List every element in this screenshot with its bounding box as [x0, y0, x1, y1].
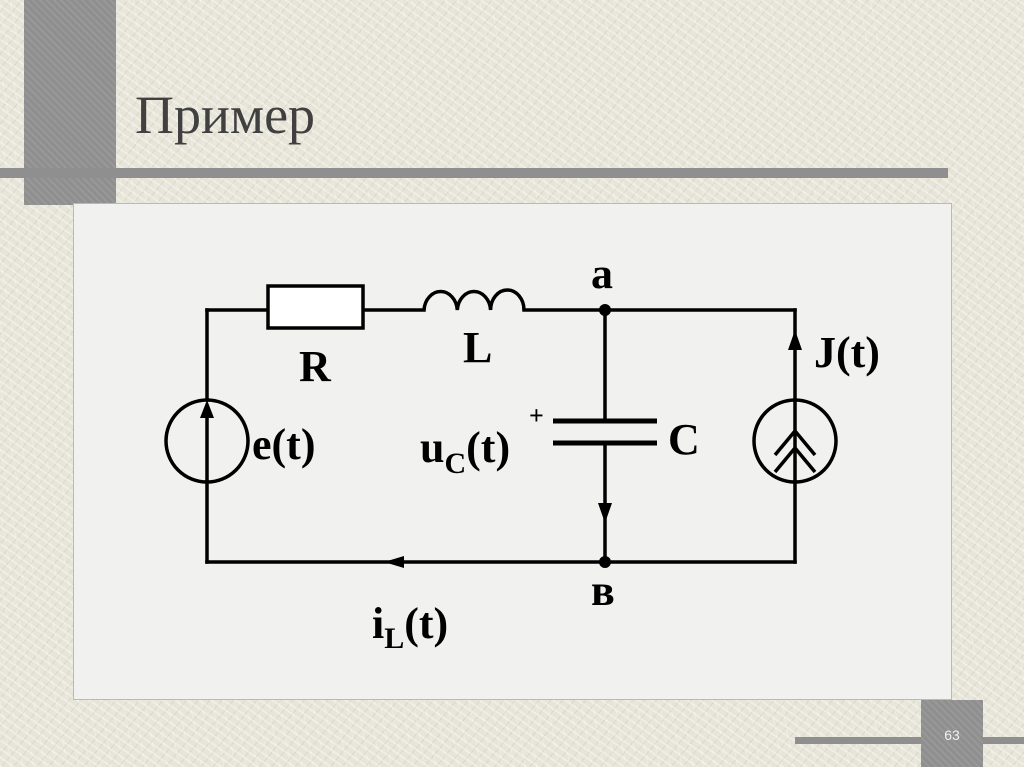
inductor-current-main: i [372, 599, 384, 648]
resistor-label: R [299, 342, 332, 391]
capacitor-symbol [553, 418, 657, 446]
page-number-box [921, 700, 983, 767]
inductor-label: L [463, 323, 492, 372]
capacitor-voltage-sub: C [444, 447, 466, 480]
capacitor-polarity-label: + [529, 401, 544, 430]
current-arrow-bottom [384, 556, 404, 568]
current-source-label: J(t) [814, 328, 880, 377]
current-arrow-right-branch [788, 330, 802, 350]
current-arrow-capacitor [598, 503, 612, 523]
node-a-label: a [591, 249, 613, 298]
circuit-panel [73, 203, 952, 700]
inductor-current-label: iL(t) [372, 599, 448, 655]
emf-source-label: e(t) [252, 420, 316, 469]
capacitor-label: C [668, 415, 700, 464]
capacitor-voltage-label: uC(t) [420, 423, 510, 480]
node-b-dot [599, 556, 611, 568]
current-source-symbol [752, 398, 838, 484]
capacitor-voltage-main: u [420, 423, 444, 472]
slide-title: Пример [135, 85, 316, 145]
resistor-symbol [266, 284, 365, 330]
decorative-footer-rule [795, 737, 1024, 744]
emf-source-symbol [164, 398, 250, 484]
capacitor-voltage-arg: (t) [466, 423, 510, 472]
page-number: 63 [944, 727, 960, 743]
inductor-symbol [422, 288, 526, 311]
node-b-label: в [591, 566, 615, 615]
inductor-current-sub: L [384, 622, 404, 655]
inductor-current-arg: (t) [404, 599, 448, 648]
decorative-title-rule [0, 168, 948, 178]
node-a-dot [599, 304, 611, 316]
